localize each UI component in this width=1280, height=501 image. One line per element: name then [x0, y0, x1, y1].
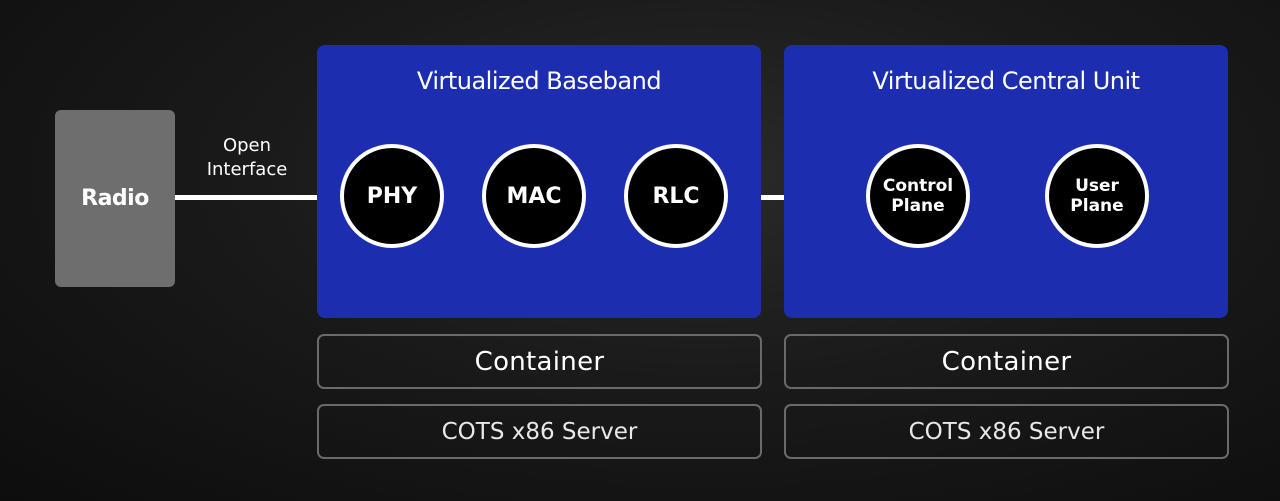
user-plane-node: User Plane	[1045, 144, 1149, 248]
baseband-cu-link	[761, 195, 784, 200]
container-layer-right: Container	[784, 334, 1229, 389]
server-layer-right: COTS x86 Server	[784, 404, 1229, 459]
server-layer-left: COTS x86 Server	[317, 404, 762, 459]
radio-label: Radio	[81, 186, 149, 211]
control-plane-node: Control Plane	[866, 144, 970, 248]
virtualized-baseband-panel: Virtualized Baseband PHY MAC RLC	[317, 45, 761, 318]
container-layer-left: Container	[317, 334, 762, 389]
control-plane-label-line2: Plane	[891, 196, 945, 216]
open-interface-link	[175, 195, 317, 200]
server-label-left: COTS x86 Server	[441, 418, 638, 445]
mac-node: MAC	[482, 144, 586, 248]
phy-label: PHY	[366, 183, 418, 209]
interface-label-line2: Interface	[206, 159, 288, 180]
open-interface-label: Open Interface	[190, 134, 304, 182]
baseband-title: Virtualized Baseband	[416, 67, 662, 95]
server-label-right: COTS x86 Server	[908, 418, 1105, 445]
phy-node: PHY	[340, 144, 444, 248]
container-label-right: Container	[941, 346, 1072, 377]
rlc-label: RLC	[652, 183, 700, 209]
virtualized-central-unit-panel: Virtualized Central Unit Control Plane U…	[784, 45, 1228, 318]
interface-label-line1: Open	[222, 135, 272, 156]
control-plane-label-line1: Control	[882, 176, 954, 196]
radio-box: Radio	[55, 110, 175, 287]
user-plane-label-line1: User	[1075, 176, 1119, 196]
mac-label: MAC	[506, 183, 562, 209]
rlc-node: RLC	[624, 144, 728, 248]
central-unit-title: Virtualized Central Unit	[872, 67, 1140, 95]
user-plane-label-line2: Plane	[1070, 196, 1124, 216]
container-label-left: Container	[474, 346, 605, 377]
